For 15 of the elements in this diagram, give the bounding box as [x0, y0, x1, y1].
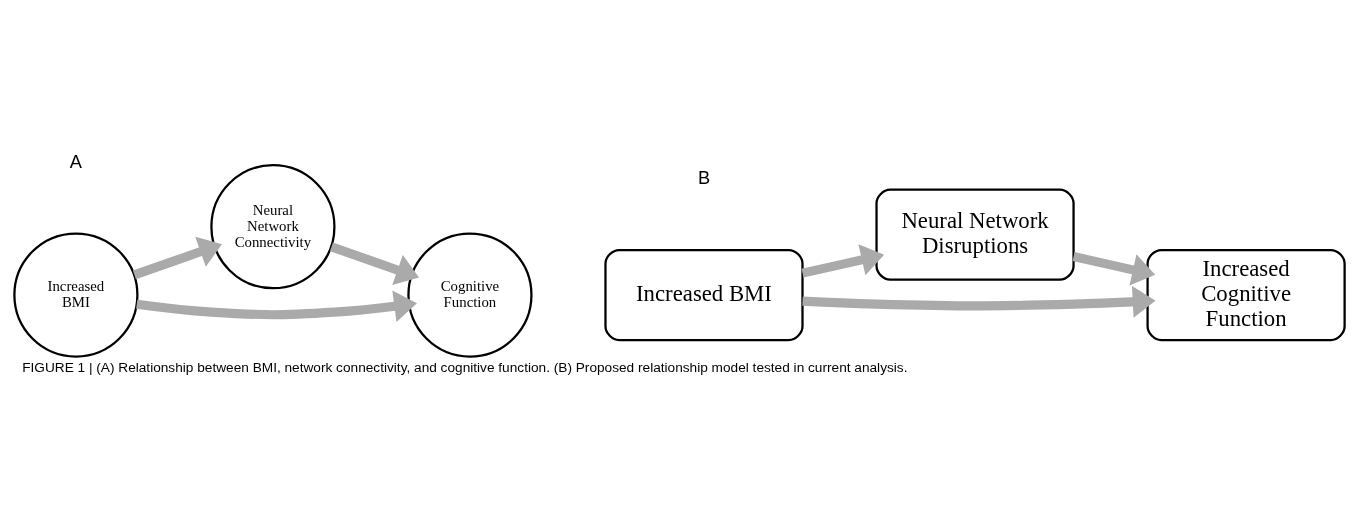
node-circle: Increased BMI [13, 231, 139, 358]
node-circle: Neural Network Connectivity [210, 163, 336, 289]
arrow [801, 243, 885, 278]
arrow [132, 236, 222, 279]
caption: FIGURE 1 | (A) Relationship between BMI, network connectivity, and cognitive function. (B) Proposed relationship model tested in current analysis. [22, 359, 908, 375]
node-box: Increased Cognitive Function [1146, 248, 1346, 341]
arrow [802, 285, 1156, 318]
label: B [697, 167, 711, 188]
label: A [69, 151, 82, 172]
arrow [329, 242, 419, 285]
node-box: Neural Network Disruptions [875, 188, 1075, 281]
node-box: Increased BMI [604, 248, 804, 341]
arrow [136, 289, 417, 322]
arrow [1072, 251, 1156, 285]
node-circle: Cognitive Function [407, 231, 533, 358]
